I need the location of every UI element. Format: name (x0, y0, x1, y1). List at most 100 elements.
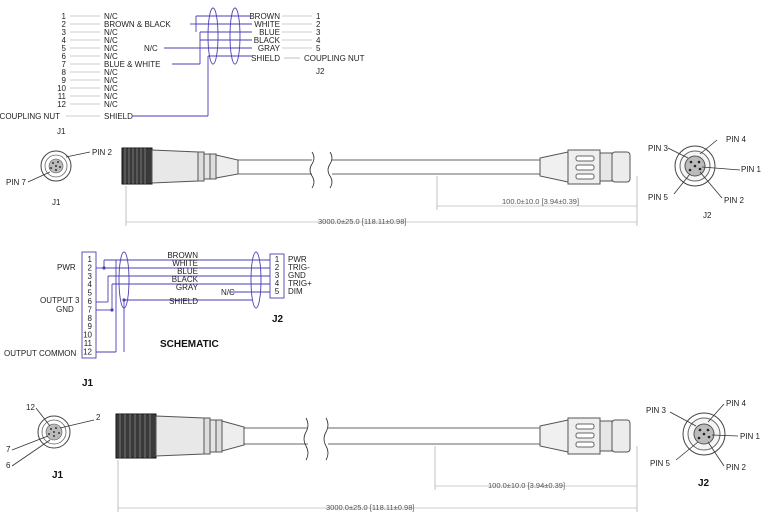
j2-connector-body-1 (539, 149, 631, 185)
j1-pin-7: 7 (62, 60, 67, 69)
j2-pin-1: 1 (316, 12, 321, 21)
j2-pin-5: 5 (316, 44, 321, 53)
j1-wire-10: N/C (104, 84, 118, 93)
j1-pin-3: 3 (62, 28, 67, 37)
j1-pin-2: 2 (62, 20, 67, 29)
sch-pwr-label: PWR (57, 263, 76, 272)
sch-wire-2: WHITE (172, 259, 198, 268)
sch-j1-pin-4: 4 (88, 280, 93, 289)
j1-pin-2-label-b: 2 (96, 413, 101, 422)
j2-pin-5-label: PIN 5 (648, 193, 669, 202)
sch-j1-pin-1: 1 (88, 255, 93, 264)
j2-pin-4-label: PIN 4 (726, 135, 747, 144)
sch-j1-pin-10: 10 (83, 331, 92, 340)
j1-pin-9: 9 (62, 76, 67, 85)
j1-pin-7-label: PIN 7 (6, 178, 27, 187)
j1-wire-5: N/C (104, 44, 118, 53)
long-dimension-2: 3000.0±25.0 [118.11±0.98] (326, 503, 414, 512)
j2-wire-5: GRAY (258, 44, 281, 53)
short-dimension-2: 100.0±10.0 [3.94±0.39] (488, 481, 565, 490)
cable-assembly-2: 12 2 7 6 J1 (6, 399, 761, 512)
sch-j1-pin-11: 11 (84, 339, 93, 348)
sch-j1-label: J1 (82, 378, 94, 389)
j1-pin-10: 10 (57, 84, 66, 93)
sch-wire-1: BROWN (167, 251, 198, 260)
j1-wire-1: N/C (104, 12, 118, 21)
sch-gnd-label: GND (56, 305, 74, 314)
j2-wire-4: BLACK (254, 36, 281, 45)
sch-j2-func-5: DIM (288, 287, 303, 296)
long-dimension-1: 3000.0±25.0 [118.11±0.98] (318, 217, 406, 226)
j1-pin-8: 8 (62, 68, 67, 77)
j2-pin-6: COUPLING NUT (304, 54, 365, 63)
sch-j1-pin-12: 12 (83, 347, 92, 356)
j2-wire-6: SHIELD (251, 54, 280, 63)
j1-wire-7: BLUE & WHITE (104, 60, 160, 69)
sch-j2-func-1: PWR (288, 255, 307, 264)
j1-pin-13: COUPLING NUT (0, 112, 60, 121)
j1-pin-6-label-b: 6 (6, 461, 11, 470)
j2-pin-4-label-b: PIN 4 (726, 399, 747, 408)
j2-wire-1: BROWN (249, 12, 280, 21)
sch-output3-label: OUTPUT 3 (40, 296, 80, 305)
sch-j1-pin-5: 5 (88, 289, 93, 298)
short-dimension-1: 100.0±10.0 [3.94±0.39] (502, 197, 579, 206)
j1-connector-body-2 (115, 413, 245, 459)
j1-wire-9: N/C (104, 76, 118, 85)
j2-pin-4: 4 (316, 36, 321, 45)
j1-pin-6: 6 (62, 52, 67, 61)
j1-label-cable2: J1 (52, 470, 64, 481)
sch-output-common-label: OUTPUT COMMON (4, 349, 77, 358)
j2-pin-1-label-b: PIN 1 (740, 432, 761, 441)
j1-wire-4: N/C (104, 36, 118, 45)
j2-pin-3: 3 (316, 28, 321, 37)
sch-j2-pin-4: 4 (275, 279, 280, 288)
j1-pin-12-label: 12 (26, 403, 35, 412)
sch-j2-pin-2: 2 (275, 263, 280, 272)
j1-pin-2-label: PIN 2 (92, 148, 113, 157)
cable-assembly-1: PIN 2 PIN 7 J1 (6, 135, 762, 226)
j1-connector-body-1 (121, 147, 239, 185)
j2-pin-2-label-b: PIN 2 (726, 463, 747, 472)
j2-label-top: J2 (316, 67, 325, 76)
j1-label-cable1: J1 (52, 198, 61, 207)
j1-pin-11: 11 (58, 92, 67, 101)
sch-j2-pin-1: 1 (275, 255, 280, 264)
sch-j1-pin-7: 7 (88, 305, 93, 314)
j1-pin-12: 12 (57, 100, 66, 109)
j2-pin-2: 2 (316, 20, 321, 29)
j1-pin-4: 4 (62, 36, 67, 45)
j2-pin-2-label: PIN 2 (724, 196, 745, 205)
sch-j1-pin-2: 2 (88, 263, 93, 272)
j1-pin-1: 1 (62, 12, 67, 21)
j1-wire-12: N/C (104, 100, 118, 109)
j2-pin-3-label: PIN 3 (648, 144, 669, 153)
sch-gray-nc: N/C (221, 288, 235, 297)
schematic-title: SCHEMATIC (160, 339, 219, 350)
sch-j2-func-3: GND (288, 271, 306, 280)
j1-wire-8: N/C (104, 68, 118, 77)
sch-j1-pin-6: 6 (88, 297, 93, 306)
j1-wire-13: SHIELD (104, 112, 133, 121)
j1-wire-11: N/C (104, 92, 118, 101)
j1-pin-5: 5 (62, 44, 67, 53)
sch-j2-label: J2 (272, 314, 284, 325)
sch-j1-pin-9: 9 (88, 322, 93, 331)
j2-label-cable2: J2 (698, 478, 710, 489)
sch-wire-4: BLACK (172, 275, 199, 284)
sch-j2-pin-5: 5 (275, 287, 280, 296)
j1-connector-face-1 (40, 150, 72, 182)
j2-connector-body-2 (539, 417, 631, 455)
j2-label-cable1: J2 (703, 211, 712, 220)
j1-label-top: J1 (57, 127, 66, 136)
sch-j2-func-2: TRIG- (288, 263, 310, 272)
j2-pin-5-label-b: PIN 5 (650, 459, 671, 468)
sch-j2-pin-3: 3 (275, 271, 280, 280)
j2-wire-2: WHITE (254, 20, 280, 29)
j2-wire-3: BLUE (259, 28, 280, 37)
sch-j1-pin-8: 8 (88, 314, 93, 323)
j1-pin-7-label-b: 7 (6, 445, 11, 454)
